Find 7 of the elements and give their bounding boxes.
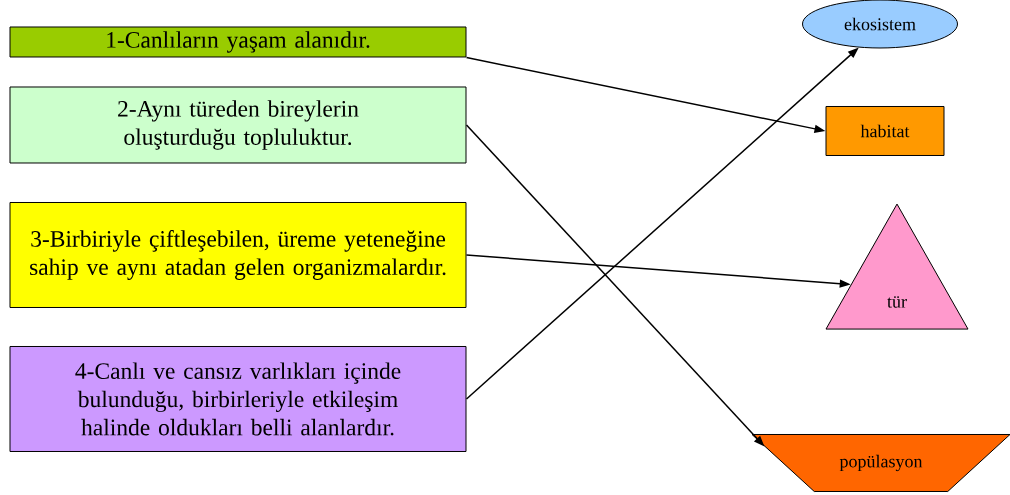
term-triangle: tür <box>825 203 969 330</box>
term-box: habitat <box>825 106 945 156</box>
definition-box: 3-Birbiriyle çiftleşebilen, üreme yeteneğine sahip ve aynı atadan gelen organizmalardır. <box>9 202 467 308</box>
definition-box: 2-Aynı türeden bireylerin oluşturduğu topluluktur. <box>9 86 467 164</box>
definition-box: 4-Canlı ve cansız varlıkları içinde bulunduğu, birbirleriyle etkileşim halinde oldukları belli alanlardır. <box>9 346 467 452</box>
term-trapezoid: popülasyon <box>751 434 1010 492</box>
definition-box: 1-Canlıların yaşam alanıdır. <box>9 26 467 58</box>
